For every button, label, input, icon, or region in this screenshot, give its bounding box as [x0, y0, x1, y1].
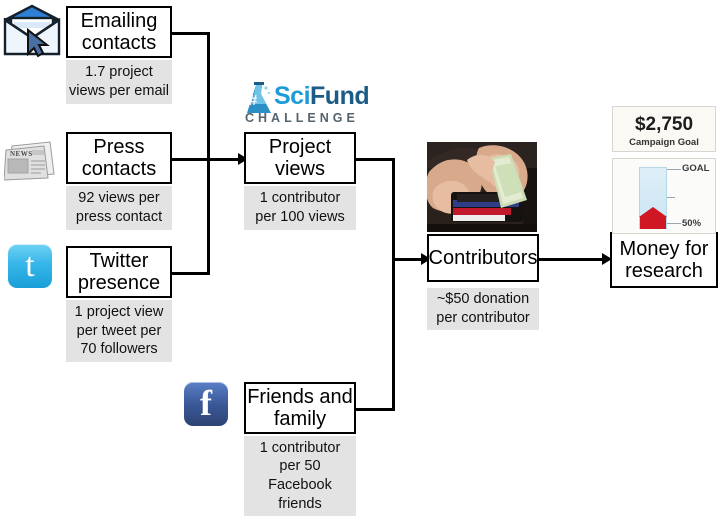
node-twitter-presence-label: Twitter presence — [77, 249, 161, 294]
thermometer-fill — [640, 217, 666, 229]
edge-bus-to-contributors — [392, 258, 425, 261]
caption-press-contacts: 92 views per press contact — [66, 186, 172, 230]
caption-contributors-text: ~$50 donation per contributor — [436, 291, 530, 326]
caption-friends-and-family-text: 1 contributor per 50 Facebook friends — [259, 439, 341, 512]
caption-twitter-presence: 1 project view per tweet per 70 follower… — [66, 300, 172, 362]
caption-project-views: 1 contributor per 100 views — [244, 186, 356, 230]
thermometer-tick-progress — [667, 223, 681, 224]
wallet-cash-photo — [427, 142, 537, 232]
node-emailing-contacts[interactable]: Emailing contacts — [66, 6, 172, 58]
caption-press-contacts-text: 92 views per press contact — [75, 190, 163, 225]
node-money-for-research[interactable]: Money for research — [610, 232, 718, 288]
thermometer-fill-cap — [639, 207, 667, 217]
newspaper-icon: NEWS — [4, 140, 56, 182]
hash-glyph: # — [249, 92, 258, 109]
thermometer-tick-goal — [667, 169, 681, 170]
logo-word-fund: Fund — [310, 82, 370, 110]
caption-emailing-contacts: 1.7 project views per email — [66, 60, 172, 104]
edge-friends-horizontal — [355, 408, 395, 411]
edge-bus-to-project-views — [207, 158, 242, 161]
twitter-bird-icon: t — [8, 244, 52, 288]
logo-subtitle: CHALLENGE — [245, 111, 359, 125]
thermometer-progress-label: 50% — [682, 218, 702, 229]
edge-mid-bus-vertical — [392, 158, 395, 411]
newspaper-masthead-text: NEWS — [10, 150, 33, 158]
edge-twitter-horizontal — [170, 272, 210, 275]
edge-left-bus-vertical — [207, 32, 210, 275]
campaign-goal-widget: $2,750 Campaign Goal — [612, 106, 716, 152]
edge-press-horizontal — [170, 158, 210, 161]
node-project-views[interactable]: Project views — [244, 132, 356, 184]
edge-project-views-horizontal — [355, 158, 395, 161]
caption-contributors: ~$50 donation per contributor — [427, 288, 539, 330]
node-friends-and-family-label: Friends and family — [247, 385, 353, 430]
caption-project-views-text: 1 contributor per 100 views — [255, 190, 345, 225]
caption-friends-and-family: 1 contributor per 50 Facebook friends — [244, 436, 356, 516]
twitter-glyph: t — [25, 247, 35, 284]
logo-word-sci: Sci — [274, 82, 311, 110]
arrowhead-project-views — [238, 153, 248, 165]
fundraising-thermometer-widget: GOAL 50% — [612, 158, 716, 234]
flask-icon — [247, 82, 271, 113]
node-contributors[interactable]: Contributors — [427, 234, 539, 282]
node-friends-and-family[interactable]: Friends and family — [244, 382, 356, 434]
campaign-goal-amount: $2,750 — [634, 114, 694, 135]
node-press-contacts-label: Press contacts — [81, 135, 157, 180]
campaign-goal-label: Campaign Goal — [629, 137, 699, 148]
arrowhead-contributors — [421, 253, 431, 265]
node-twitter-presence[interactable]: Twitter presence — [66, 246, 172, 298]
node-emailing-contacts-label: Emailing contacts — [80, 9, 158, 54]
node-project-views-label: Project views — [268, 135, 332, 180]
facebook-f-icon: f — [184, 382, 228, 426]
edge-emailing-horizontal — [170, 32, 210, 35]
node-contributors-label: Contributors — [428, 246, 538, 269]
thermometer-tick-mid — [667, 197, 675, 198]
facebook-glyph: f — [200, 383, 212, 423]
email-envelope-cursor-icon — [2, 4, 62, 60]
node-press-contacts[interactable]: Press contacts — [66, 132, 172, 184]
caption-emailing-contacts-text: 1.7 project views per email — [69, 64, 169, 99]
caption-twitter-presence-text: 1 project view per tweet per 70 follower… — [74, 304, 164, 358]
edge-contributors-to-money — [539, 258, 606, 261]
node-money-for-research-label: Money for research — [619, 237, 709, 282]
arrowhead-money — [602, 253, 612, 265]
scifund-challenge-logo: # SciFund CHALLENGE — [244, 82, 370, 126]
thermometer-goal-label: GOAL — [682, 163, 710, 174]
